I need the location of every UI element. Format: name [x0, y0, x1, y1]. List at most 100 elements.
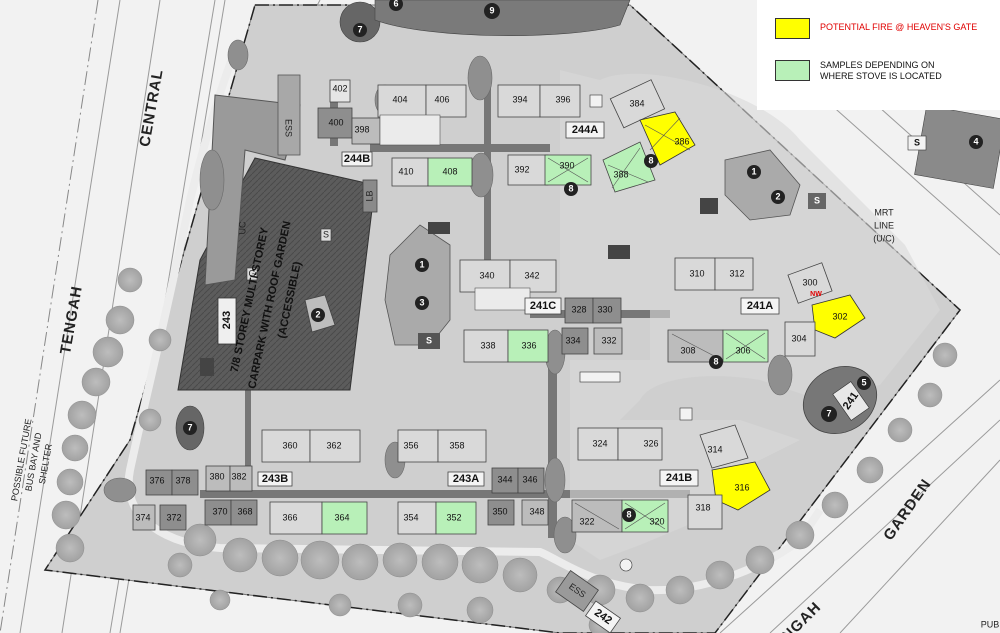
block-244a-group: 394 396 244A 384 386 392 390 8 388 8	[497, 79, 696, 196]
block-242-group: ESS 242	[555, 570, 622, 633]
unit-366: 366	[282, 512, 297, 522]
marker-5: 5	[861, 377, 866, 387]
marker-7-north: 7	[357, 24, 362, 34]
unit-386: 386	[674, 136, 689, 146]
unit-346: 346	[522, 474, 537, 484]
block-244b: 244B	[344, 153, 370, 165]
unit-410: 410	[398, 166, 413, 176]
s-label-central: S	[426, 335, 432, 345]
mrt-status-label: (U/C)	[873, 233, 895, 243]
marker-9: 9	[489, 5, 494, 15]
unit-374: 374	[135, 512, 150, 522]
unit-326: 326	[643, 438, 658, 448]
unit-358: 358	[449, 440, 464, 450]
unit-348: 348	[529, 506, 544, 516]
unit-352: 352	[446, 512, 461, 522]
marker-1-central: 1	[419, 259, 424, 269]
unit-308: 308	[680, 345, 695, 355]
unit-370: 370	[212, 506, 227, 516]
unit-388: 388	[613, 169, 628, 179]
boundary-line-west	[0, 0, 99, 633]
unit-330: 330	[597, 304, 612, 314]
unit-316: 316	[734, 482, 749, 492]
legend: POTENTIAL FIRE @ HEAVEN'S GATE SAMPLES D…	[757, 0, 1000, 110]
unit-318: 318	[695, 502, 710, 512]
unit-398: 398	[354, 124, 369, 134]
s-label-northeast: S	[914, 137, 920, 147]
unit-356: 356	[403, 440, 418, 450]
lawn-features	[103, 39, 793, 554]
unit-306: 306	[735, 345, 750, 355]
marker-3-central: 3	[419, 297, 424, 307]
marker-2-east: 2	[775, 191, 780, 201]
unit-396: 396	[555, 94, 570, 104]
marker-4: 4	[973, 136, 978, 146]
unit-300: 300	[802, 277, 817, 287]
unit-336: 336	[521, 340, 536, 350]
unit-304: 304	[791, 333, 806, 343]
unit-320: 320	[649, 516, 664, 526]
unit-312: 312	[729, 268, 744, 278]
unit-404: 404	[392, 94, 407, 104]
unit-302: 302	[832, 311, 847, 321]
unit-350: 350	[492, 506, 507, 516]
marker-8-241a: 8	[713, 356, 718, 366]
legend-samples-swatch	[775, 60, 810, 81]
s-label-east: S	[814, 195, 820, 205]
marker-6: 6	[393, 0, 398, 8]
marker-1-east: 1	[751, 166, 756, 176]
unit-376: 376	[149, 475, 164, 485]
unit-310: 310	[689, 268, 704, 278]
block-241b-group: 324 326 241B 314 316 318 322 320 8	[571, 424, 771, 533]
unit-372: 372	[166, 512, 181, 522]
unit-392: 392	[514, 164, 529, 174]
carpark-block-243: 243	[221, 311, 233, 329]
legend-fire-label: POTENTIAL FIRE @ HEAVEN'S GATE	[820, 22, 978, 32]
unit-408: 408	[442, 166, 457, 176]
block-243b: 243B	[262, 473, 288, 485]
legend-fire-swatch	[775, 18, 810, 39]
carpark: ESS LB UC G S 243 7/8 STOREY MULTI-STORE…	[177, 74, 378, 391]
unit-390: 390	[559, 160, 574, 170]
legend-fire: POTENTIAL FIRE @ HEAVEN'S GATE	[775, 18, 977, 39]
carpark-g-label: G	[248, 268, 255, 278]
unit-364: 364	[334, 512, 349, 522]
marker-8-244a-right: 8	[648, 155, 653, 165]
block-243a-group: 356 358 243A 344 346 354 352 350 348	[397, 429, 549, 535]
marker-8-241b: 8	[626, 509, 631, 519]
unit-378: 378	[175, 475, 190, 485]
block-241b: 241B	[666, 472, 692, 484]
legend-samples: SAMPLES DEPENDING ON WHERE STOVE IS LOCA…	[775, 60, 970, 82]
block-241c-group: 340 342 241C 328 330 338 336 334 332	[459, 259, 623, 363]
block-241a: 241A	[747, 300, 773, 312]
edge-label-bottom: PUB	[981, 619, 1000, 629]
unit-314: 314	[707, 444, 722, 454]
unit-354: 354	[403, 512, 418, 522]
mrt-label: MRT	[874, 207, 894, 217]
unit-400: 400	[328, 117, 343, 127]
ess-label-carpark: ESS	[284, 119, 294, 137]
block-244a: 244A	[572, 124, 598, 136]
nw-label: NW	[810, 291, 822, 298]
mrt-line-label: LINE	[874, 220, 894, 230]
block-243b-group: 360 362 376 378 380 382 243B 374 372 370…	[132, 429, 368, 535]
unit-334: 334	[565, 335, 580, 345]
unit-380: 380	[209, 471, 224, 481]
unit-362: 362	[326, 440, 341, 450]
unit-406: 406	[434, 94, 449, 104]
unit-342: 342	[524, 270, 539, 280]
block-244b-group: 402 404 406 400 398 244B 410 408	[317, 79, 473, 187]
unit-360: 360	[282, 440, 297, 450]
unit-338: 338	[480, 340, 495, 350]
unit-324: 324	[592, 438, 607, 448]
unit-344: 344	[497, 474, 512, 484]
unit-402: 402	[332, 83, 347, 93]
block-241a-group: 310 312 241A 300 NW 302 304 308 306 8	[667, 257, 866, 369]
unit-322: 322	[579, 516, 594, 526]
unit-368: 368	[237, 506, 252, 516]
trees	[51, 267, 958, 633]
unit-394: 394	[512, 94, 527, 104]
carpark-s-label: S	[323, 229, 329, 239]
unit-328: 328	[571, 304, 586, 314]
unit-340: 340	[479, 270, 494, 280]
